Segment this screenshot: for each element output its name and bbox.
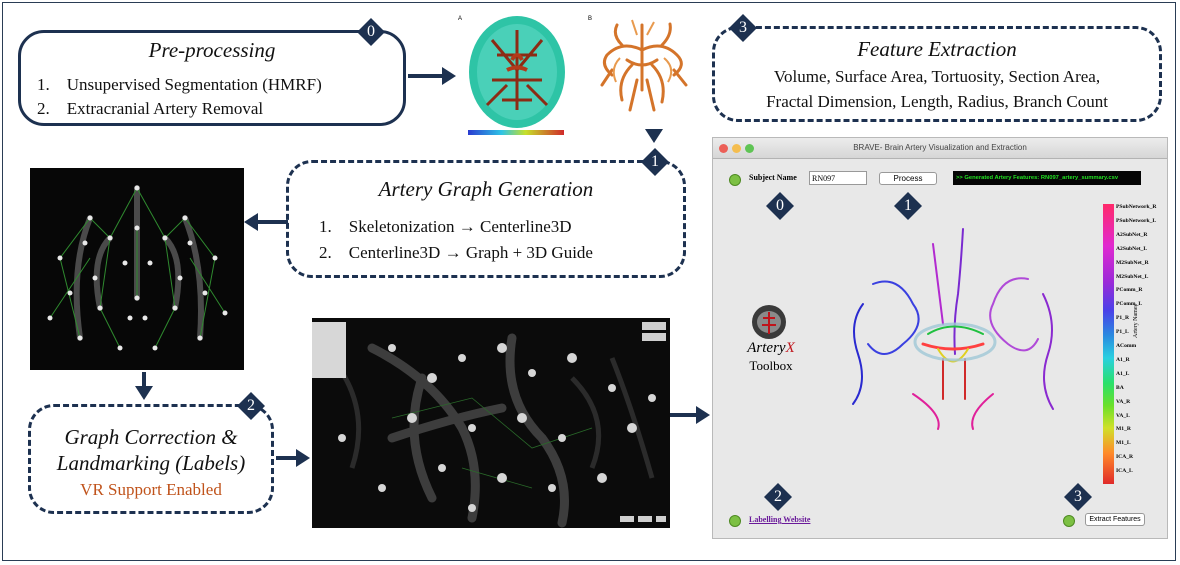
arrow-to-vr-view bbox=[276, 449, 310, 467]
graph-correction-title-line-2: Landmarking (Labels) bbox=[56, 451, 246, 475]
colorbar-label: P1_L bbox=[1116, 329, 1129, 336]
preprocessing-item-1: 1. Unsupervised Segmentation (HMRF) bbox=[37, 75, 322, 94]
artery-colorbar bbox=[1103, 204, 1114, 484]
colorbar-label: BA bbox=[1116, 384, 1124, 391]
brain-logo-icon bbox=[752, 305, 786, 339]
feature-list-line-2: Fractal Dimension, Length, Radius, Branc… bbox=[766, 92, 1108, 111]
graph-generation-box: Artery Graph Generation 1. Skeletonizati… bbox=[286, 160, 686, 278]
logo-text-x: X bbox=[785, 340, 795, 356]
colorbar-title: Artery Names bbox=[1133, 304, 1139, 338]
logo-text-toolbox: Toolbox bbox=[749, 358, 793, 373]
arrow-to-brave-app bbox=[670, 406, 710, 424]
segmentation-image-a: A bbox=[458, 10, 570, 138]
colorbar-label: M2SubNet_L bbox=[1116, 273, 1149, 280]
colorbar-label: PSubNetwork_L bbox=[1116, 217, 1157, 224]
artery-graph-image bbox=[30, 168, 244, 370]
subject-name-input[interactable] bbox=[809, 171, 867, 185]
artery-3d-render bbox=[852, 228, 1054, 430]
graph-generation-title: Artery Graph Generation bbox=[378, 177, 594, 201]
colorbar-label: AComm bbox=[1116, 343, 1137, 349]
subject-status-light bbox=[729, 174, 741, 186]
app-step-1-badge: 1 bbox=[893, 191, 923, 221]
graph-generation-item-1: 1. Skeletonization → Centerline3D bbox=[319, 217, 572, 236]
feature-extraction-box: Feature Extraction Volume, Surface Area,… bbox=[712, 26, 1162, 122]
arrow-to-skeleton-graph bbox=[244, 213, 288, 231]
colorbar-label: A1_L bbox=[1116, 370, 1130, 377]
arrow-to-segmentation bbox=[408, 67, 456, 85]
subject-name-label: Subject Name bbox=[749, 173, 797, 182]
feature-extraction-title: Feature Extraction bbox=[857, 37, 1017, 61]
colorbar-label: M1_R bbox=[1116, 426, 1131, 433]
app-step-3-badge: 3 bbox=[1063, 482, 1093, 512]
colorbar-labels: PSubNetwork_R PSubNetwork_L A2SubNet_R A… bbox=[1116, 204, 1156, 484]
app-step-2-badge: 2 bbox=[763, 482, 793, 512]
colorbar-label: ICA_L bbox=[1116, 468, 1133, 475]
extracranial-removal-image-b: B bbox=[588, 10, 696, 120]
labelling-status-light bbox=[729, 515, 741, 527]
colorbar-label: PComm_R bbox=[1116, 287, 1143, 294]
process-button[interactable]: Process bbox=[879, 172, 937, 185]
feature-list-line-1: Volume, Surface Area, Tortuosity, Sectio… bbox=[773, 67, 1101, 86]
window-title: BRAVE- Brain Artery Visualization and Ex… bbox=[853, 143, 1027, 152]
arrow-to-graph-generation bbox=[645, 129, 663, 143]
extract-features-button[interactable]: Extract Features bbox=[1085, 513, 1145, 526]
colorbar-label: PSubNetwork_R bbox=[1116, 204, 1157, 210]
step-1-badge: 1 bbox=[640, 147, 670, 177]
colorbar-label: VA_L bbox=[1116, 412, 1130, 419]
colorbar-label: VA_R bbox=[1116, 398, 1131, 405]
brave-app-window: BRAVE- Brain Artery Visualization and Ex… bbox=[712, 137, 1168, 539]
arrow-to-graph-correction bbox=[135, 372, 153, 400]
vr-support-text: VR Support Enabled bbox=[80, 480, 222, 499]
vr-labelling-view bbox=[312, 318, 670, 528]
app-step-0-badge: 0 bbox=[765, 191, 795, 221]
labelling-website-link[interactable]: Labelling Website bbox=[749, 515, 811, 524]
colorbar-label: ICA_R bbox=[1116, 454, 1134, 461]
colorbar-label: A2SubNet_L bbox=[1116, 245, 1148, 252]
graph-correction-box: Graph Correction & Landmarking (Labels) … bbox=[28, 404, 274, 514]
status-bar: >> Generated Artery Features: RN097_arte… bbox=[953, 171, 1141, 185]
colorbar-label: A1_R bbox=[1116, 356, 1130, 363]
step-3-badge: 3 bbox=[728, 13, 758, 43]
window-titlebar: BRAVE- Brain Artery Visualization and Ex… bbox=[713, 138, 1167, 159]
preprocessing-title: Pre-processing bbox=[148, 38, 276, 62]
colorbar-label: M1_L bbox=[1116, 440, 1131, 447]
preprocessing-item-2: 2. Extracranial Artery Removal bbox=[37, 99, 264, 118]
graph-generation-item-2: 2. Centerline3D → Graph + 3D Guide bbox=[319, 243, 593, 262]
step-2-badge: 2 bbox=[236, 391, 266, 421]
colorbar-label: A2SubNet_R bbox=[1116, 231, 1148, 238]
colorbar-label: PComm_L bbox=[1116, 301, 1143, 308]
colorbar-label: M2SubNet_R bbox=[1116, 259, 1149, 266]
minimize-window-button[interactable] bbox=[732, 144, 741, 153]
close-window-button[interactable] bbox=[719, 144, 728, 153]
graph-correction-title-line-1: Graph Correction & bbox=[64, 425, 238, 449]
arteryx-logo: ArteryX Toolbox bbox=[739, 304, 799, 384]
logo-text-artery: Artery bbox=[747, 340, 786, 356]
preprocessing-box: Pre-processing 1. Unsupervised Segmentat… bbox=[18, 30, 406, 126]
zoom-window-button[interactable] bbox=[745, 144, 754, 153]
step-0-badge: 0 bbox=[356, 17, 386, 47]
extract-status-light bbox=[1063, 515, 1075, 527]
colorbar-label: P1_R bbox=[1116, 315, 1130, 322]
